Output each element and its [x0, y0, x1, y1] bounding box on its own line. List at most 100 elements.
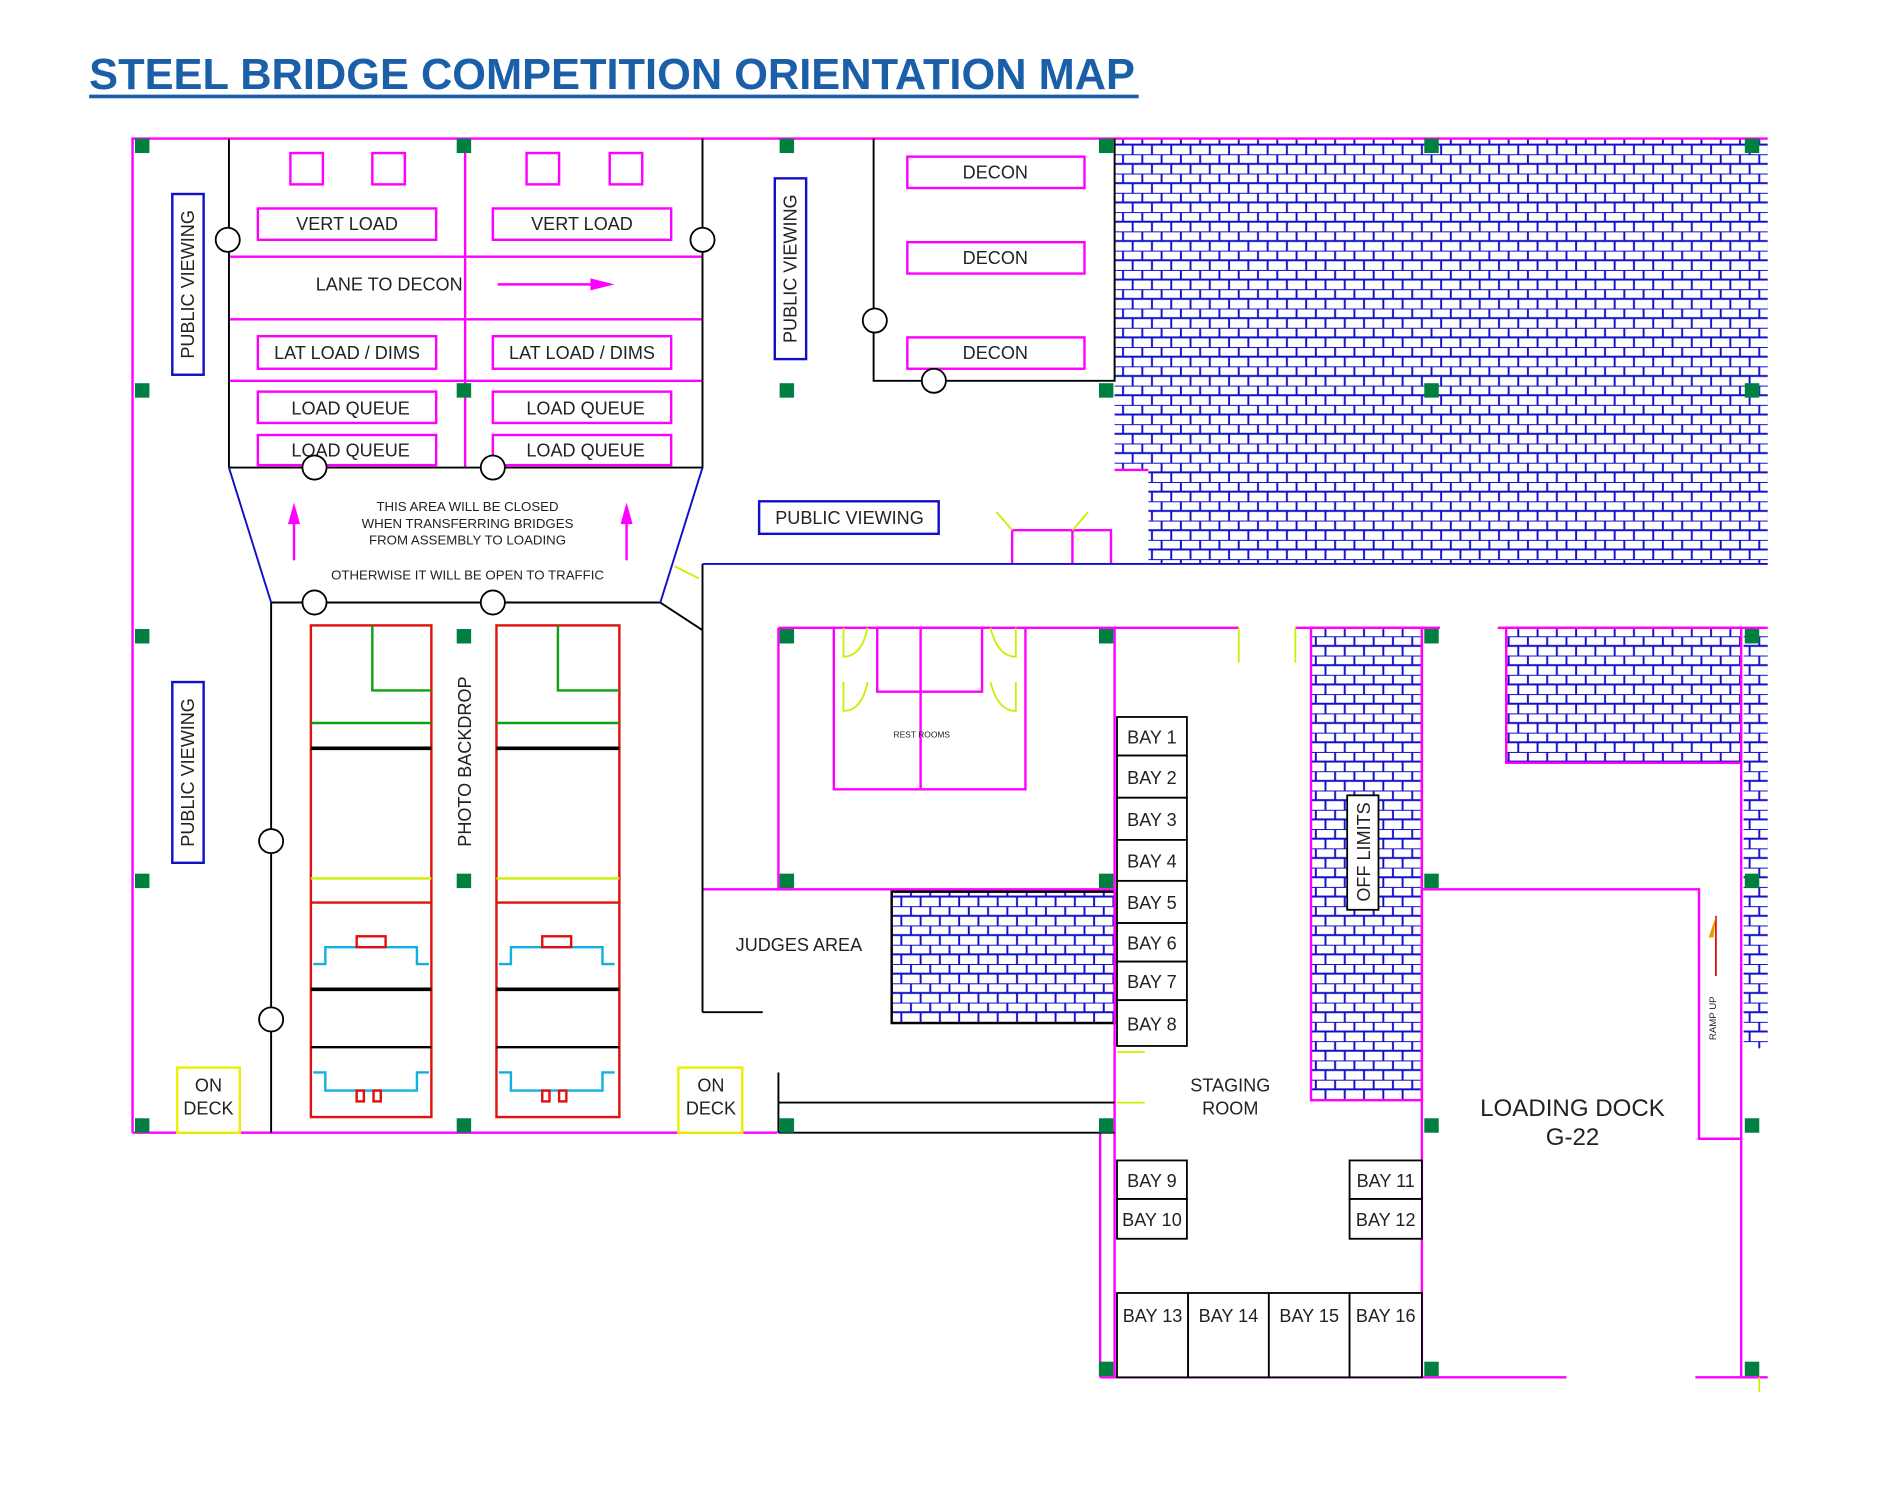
bay-8: BAY 8: [1116, 999, 1188, 1047]
off-limits: OFF LIMITS: [1354, 802, 1374, 901]
decon-1: DECON: [963, 162, 1028, 182]
bay-label: BAY 5: [1127, 893, 1177, 913]
column-marker: [1098, 383, 1114, 398]
funnel-lines: [228, 467, 1768, 603]
bay-label: BAY 6: [1127, 934, 1177, 954]
bay-box: [1116, 999, 1188, 1047]
decon-3: DECON: [963, 343, 1028, 363]
bay-label: BAY 7: [1127, 972, 1177, 992]
column-marker: [1098, 873, 1114, 889]
column-marker: [456, 629, 472, 644]
column-marker: [134, 629, 150, 644]
bay-label: BAY 4: [1127, 852, 1177, 872]
rest-rooms: REST ROOMS: [894, 729, 951, 739]
notice-line-1: THIS AREA WILL BE CLOSED: [376, 499, 558, 514]
bay-label: BAY 16: [1356, 1306, 1416, 1326]
on-deck-1-deck: DECK: [183, 1099, 233, 1119]
judges-area: JUDGES AREA: [736, 935, 863, 955]
column-marker: [1098, 629, 1114, 644]
column-marker: [779, 138, 795, 154]
column-marker: [456, 383, 472, 398]
column-marker: [779, 629, 795, 644]
assembly-area-2: [495, 624, 621, 1119]
assembly-area-1: [309, 624, 433, 1119]
notice-line-3: FROM ASSEMBLY TO LOADING: [369, 533, 566, 548]
column-marker: [456, 873, 472, 889]
bay-label: BAY 13: [1123, 1306, 1183, 1326]
bays: BAY 1 BAY 2 BAY 3 BAY 4 BAY 5 BAY 6 BAY 7 BAY 8…: [1116, 716, 1423, 1379]
photo-backdrop: PHOTO BACKDROP: [455, 676, 475, 846]
bay-11: BAY 11: [1348, 1159, 1423, 1200]
bay-box: [1116, 754, 1188, 799]
column-marker: [134, 1118, 150, 1133]
staging-room-2: ROOM: [1202, 1099, 1258, 1119]
bay-box: [1348, 1292, 1423, 1379]
structural-columns: [134, 138, 1760, 1377]
column-marker: [1424, 138, 1439, 154]
loading-dock-number: G-22: [1546, 1124, 1600, 1151]
off-limits-box: [1346, 794, 1380, 911]
bay-box: [1348, 1198, 1423, 1240]
bay-label: BAY 12: [1356, 1210, 1416, 1230]
column-marker: [1744, 383, 1760, 398]
doors: [674, 511, 1761, 1392]
public-viewing-3: PUBLIC VIEWING: [780, 194, 800, 343]
column-marker: [456, 1118, 472, 1133]
bay-7: BAY 7: [1116, 960, 1188, 1002]
column-marker: [456, 138, 472, 154]
arrow-right-icon: [497, 278, 615, 291]
bay-box: [1267, 1292, 1351, 1379]
on-deck-2-on: ON: [697, 1076, 724, 1096]
hatched-areas: [890, 138, 1768, 1102]
bay-box: [1348, 1159, 1423, 1200]
page-title: STEEL BRIDGE COMPETITION ORIENTATION MAP: [89, 51, 1135, 99]
notice-line-2: WHEN TRANSFERRING BRIDGES: [362, 516, 574, 531]
arrow-up-icon: [620, 502, 633, 561]
loading-dock: LOADING DOCK: [1480, 1095, 1665, 1122]
bay-10: BAY 10: [1116, 1198, 1188, 1240]
on-deck-2-deck: DECK: [686, 1099, 736, 1119]
lane-to-decon: LANE TO DECON: [316, 274, 463, 294]
column-marker: [1744, 629, 1760, 644]
load-queue-1: LOAD QUEUE: [291, 399, 409, 419]
public-viewing-4: PUBLIC VIEWING: [775, 508, 924, 528]
bay-5: BAY 5: [1116, 879, 1188, 924]
public-viewing-2: PUBLIC VIEWING: [178, 698, 198, 847]
notice-open: OTHERWISE IT WILL BE OPEN TO TRAFFIC: [331, 568, 604, 583]
bay-4: BAY 4: [1116, 838, 1188, 882]
arrow-up-icon: [287, 502, 301, 561]
bay-box: [1116, 879, 1188, 924]
bay-2: BAY 2: [1116, 754, 1188, 799]
column-marker: [779, 383, 795, 398]
column-marker: [1098, 1118, 1114, 1133]
column-marker: [779, 1118, 795, 1133]
public-viewing-1: PUBLIC VIEWING: [178, 210, 198, 359]
bay-box: [1116, 1292, 1190, 1379]
circle-markers: [214, 226, 947, 1033]
column-marker: [1424, 383, 1439, 398]
bay-label: BAY 2: [1127, 768, 1177, 788]
bay-box: [1116, 838, 1188, 882]
bay-label: BAY 9: [1127, 1171, 1177, 1191]
bay-label: BAY 3: [1127, 810, 1177, 830]
bay-14: BAY 14: [1187, 1292, 1270, 1379]
bay-13: BAY 13: [1116, 1292, 1190, 1379]
bay-15: BAY 15: [1267, 1292, 1351, 1379]
load-queue-4: LOAD QUEUE: [526, 441, 644, 461]
bay-label: BAY 10: [1122, 1210, 1182, 1230]
column-marker: [1424, 629, 1439, 644]
bay-16: BAY 16: [1348, 1292, 1423, 1379]
column-marker: [1424, 1361, 1439, 1377]
column-marker: [1424, 1118, 1439, 1133]
column-marker: [779, 873, 795, 889]
column-marker: [1744, 873, 1760, 889]
vert-load-2: VERT LOAD: [531, 214, 633, 234]
column-marker: [1744, 1361, 1760, 1377]
load-queue-2: LOAD QUEUE: [526, 399, 644, 419]
bay-1: BAY 1: [1116, 716, 1188, 757]
bay-box: [1116, 1159, 1188, 1200]
column-marker: [134, 383, 150, 398]
column-marker: [1744, 1118, 1760, 1133]
bay-label: BAY 14: [1199, 1306, 1259, 1326]
